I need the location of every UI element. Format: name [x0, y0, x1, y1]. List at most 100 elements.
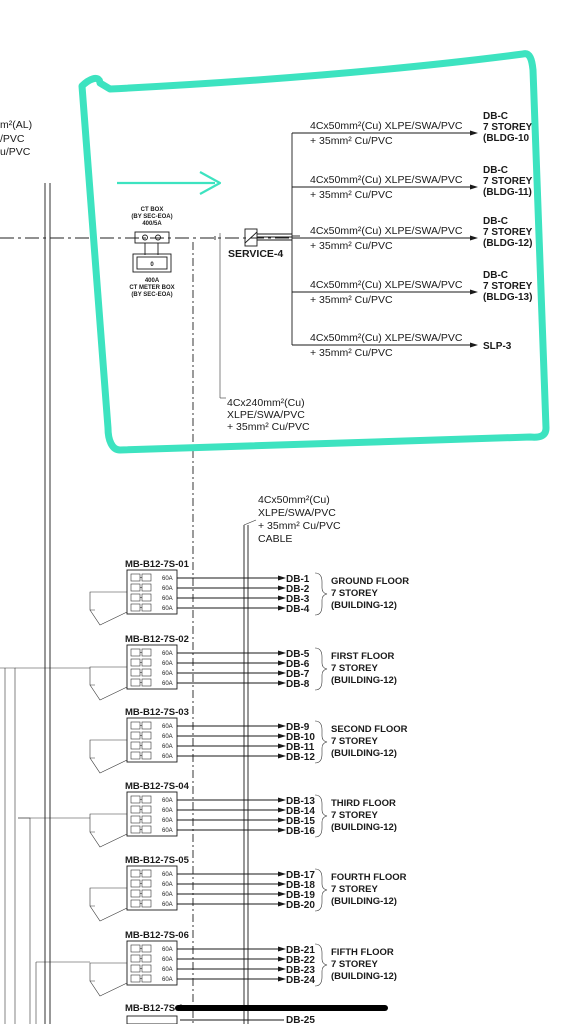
floor-label-3: (BUILDING-12): [331, 600, 397, 611]
db-label: DB-14: [286, 806, 315, 817]
floor-brace: [314, 572, 328, 616]
feeder-2: 4Cx50mm²(Cu) XLPE/SWA/PVC+ 35mm² Cu/PVCD…: [292, 165, 533, 201]
riser-cable-spec-4: CABLE: [258, 533, 292, 545]
breaker-icon: [130, 668, 141, 677]
ct-coil-icon-2: [155, 234, 161, 241]
breaker-rating: 60A: [162, 671, 173, 677]
db-label: DB-21: [286, 945, 315, 956]
partial-panel-db: DB-25: [286, 1015, 315, 1024]
feeder-cable-earth: + 35mm² Cu/PVC: [310, 347, 393, 359]
circuit-arrow-icon: [278, 807, 286, 813]
riser-cable-spec-1: 4Cx50mm²(Cu): [258, 494, 330, 506]
breaker-icon: [130, 944, 141, 953]
breaker-icon: [130, 721, 141, 730]
breaker-icon: [130, 815, 141, 824]
db-label: DB-23: [286, 965, 315, 976]
breaker-rating: 60A: [162, 798, 173, 804]
db-label: DB-1: [286, 574, 310, 585]
partial-panel-name: MB-B12-7S-0: [125, 1003, 184, 1014]
floor-label-2: 7 STOREY: [331, 810, 378, 821]
db-label: DB-10: [286, 732, 315, 743]
floor-label-3: (BUILDING-12): [331, 822, 397, 833]
circuit-arrow-icon: [278, 966, 286, 972]
breaker-rating: 60A: [162, 681, 173, 687]
breaker-icon: [130, 879, 141, 888]
feeder-destination-2: 7 STOREY: [483, 227, 533, 238]
floor-label-3: (BUILDING-12): [331, 675, 397, 686]
feeder-arrow-icon: [470, 184, 478, 190]
feeder-destination-1: DB-C: [483, 270, 508, 281]
breaker-rating: 60A: [162, 957, 173, 963]
breaker-icon: [130, 954, 141, 963]
panel-name: MB-B12-7S-05: [125, 855, 190, 866]
breaker-icon: [130, 825, 141, 834]
floor-label-2: 7 STOREY: [331, 959, 378, 970]
breaker-icon: [130, 583, 141, 592]
breaker-icon: [130, 751, 141, 760]
panel-name: MB-B12-7S-02: [125, 634, 189, 645]
feeder-destination-3: (BLDG-12): [483, 238, 532, 249]
circuit-arrow-icon: [278, 881, 286, 887]
circuit-arrow-icon: [278, 753, 286, 759]
circuit-arrow-icon: [278, 871, 286, 877]
ct-box-owner: (BY SEC-EOA): [131, 214, 172, 220]
floor-brace: [314, 943, 328, 987]
ct-meter-box-symbol: [132, 253, 172, 273]
db-label: DB-16: [286, 826, 315, 837]
floor-label-1: FIRST FLOOR: [331, 651, 394, 662]
breaker-rating: 60A: [162, 818, 173, 824]
breaker-icon: [130, 731, 141, 740]
circuit-arrow-icon: [278, 585, 286, 591]
circuit-arrow-icon: [278, 956, 286, 962]
meter-symbol-label: 0: [150, 262, 154, 268]
circuit-arrow-icon: [278, 891, 286, 897]
breaker-rating: 60A: [162, 947, 173, 953]
ct-box-title: CT BOX: [141, 207, 164, 213]
breaker-rating: 60A: [162, 808, 173, 814]
feeder-5: 4Cx50mm²(Cu) XLPE/SWA/PVC+ 35mm² Cu/PVCS…: [292, 332, 512, 359]
left-cable-text-3: u/PVC: [0, 146, 31, 158]
db-label: DB-5: [286, 649, 310, 660]
breaker-icon: [130, 678, 141, 687]
feeder-arrow-icon: [470, 342, 478, 348]
breaker-rating: 60A: [162, 596, 173, 602]
feeder-1: 4Cx50mm²(Cu) XLPE/SWA/PVC+ 35mm² Cu/PVCD…: [292, 111, 533, 147]
feeder-destination-1: DB-C: [483, 111, 508, 122]
db-label: DB-6: [286, 659, 310, 670]
db-label: DB-18: [286, 880, 315, 891]
circuit-arrow-icon: [278, 660, 286, 666]
service-feeders: 4Cx50mm²(Cu) XLPE/SWA/PVC + 35mm² Cu/PVC D…: [291, 111, 533, 359]
feeder-cable-spec: 4Cx50mm²(Cu) XLPE/SWA/PVC: [310, 120, 463, 132]
floor-brace: [314, 720, 328, 764]
db-label: DB-20: [286, 900, 315, 911]
left-cable-text-1: m²(AL): [0, 119, 32, 131]
floor-label-1: GROUND FLOOR: [331, 576, 409, 587]
feeder-destination-3: (BLDG-11): [483, 187, 532, 198]
breaker-rating: 60A: [162, 744, 173, 750]
feeder-cable-spec: 4Cx50mm²(Cu) XLPE/SWA/PVC: [310, 332, 463, 344]
circuit-arrow-icon: [278, 670, 286, 676]
panel-name: MB-B12-7S-04: [125, 781, 190, 792]
breaker-rating: 60A: [162, 902, 173, 908]
db-label: DB-8: [286, 679, 310, 690]
riser-cable-spec-2: XLPE/SWA/PVC: [258, 507, 336, 519]
circuit-arrow-icon: [278, 817, 286, 823]
floor-label-2: 7 STOREY: [331, 663, 378, 674]
db-label: DB-13: [286, 796, 315, 807]
breaker-rating: 60A: [162, 606, 173, 612]
floor-label-3: (BUILDING-12): [331, 748, 397, 759]
feeder-destination-2: 7 STOREY: [483, 122, 533, 133]
breaker-icon: [130, 964, 141, 973]
breaker-rating: 60A: [162, 754, 173, 760]
breaker-icon: [130, 658, 141, 667]
breaker-rating: 60A: [162, 882, 173, 888]
feeder-destination-2: 7 STOREY: [483, 176, 533, 187]
floor-brace: [314, 794, 328, 838]
meter-box-rating: 400A: [145, 278, 160, 284]
